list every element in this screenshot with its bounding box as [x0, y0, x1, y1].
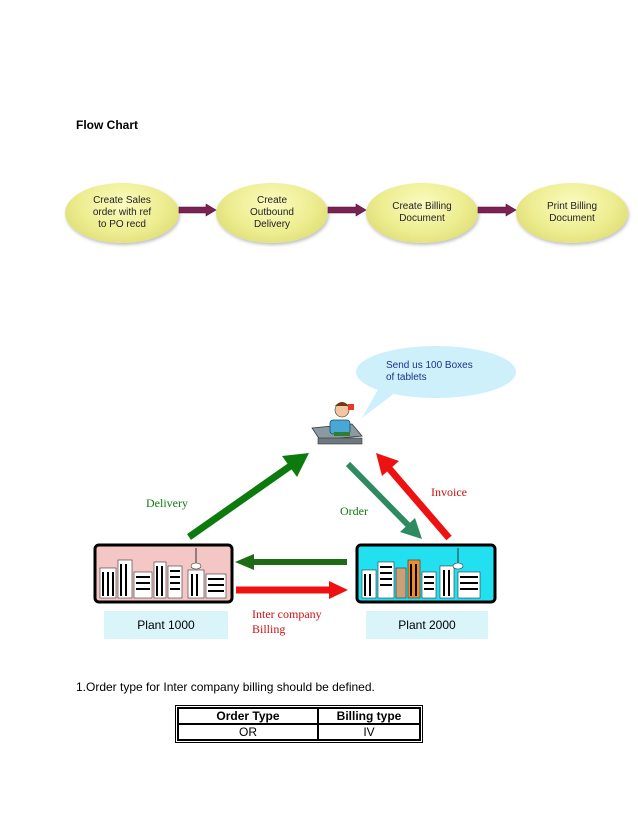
- tower-icon: [452, 548, 464, 570]
- order-billing-type-table: Order Type Billing type OR IV: [175, 705, 423, 743]
- flow-connectors: [178, 203, 517, 217]
- intercompany-diagram: [93, 346, 516, 604]
- return-arrow: [235, 554, 347, 570]
- table-header-row: Order Type Billing type: [177, 707, 421, 725]
- invoice-arrow: [376, 453, 452, 541]
- intercompany-billing-arrow: [236, 581, 348, 599]
- header-billing-type: Billing type: [317, 707, 421, 725]
- delivery-arrow: [186, 453, 309, 540]
- flow-arrow-3: [477, 203, 517, 217]
- person-at-desk-icon: [311, 402, 363, 445]
- plant-2000-image: [355, 543, 497, 604]
- flow-arrow-2: [327, 203, 367, 217]
- speech-bubble-text: Send us 100 Boxes of tablets: [386, 360, 473, 383]
- order-arrow: [345, 461, 422, 539]
- plant-1000-label: Plant 1000: [104, 611, 228, 639]
- flow-step-create-outbound-delivery: Create Outbound Delivery: [216, 183, 328, 243]
- invoice-label: Invoice: [431, 485, 467, 499]
- cell-billing-type: IV: [317, 723, 421, 741]
- flow-arrow-1: [178, 203, 217, 217]
- intercompany-billing-label: Inter company Billing: [252, 607, 322, 636]
- plant-2000-label: Plant 2000: [366, 611, 488, 639]
- speech-bubble: [356, 346, 516, 418]
- flow-step-create-sales-order: Create Sales order with ref to PO recd: [65, 183, 179, 243]
- flow-step-create-billing-document: Create Billing Document: [366, 183, 478, 243]
- plant-1000-image: [93, 543, 234, 604]
- tower-icon: [190, 548, 202, 570]
- header-order-type: Order Type: [177, 707, 319, 725]
- cell-order-type: OR: [177, 723, 319, 741]
- order-label: Order: [340, 504, 368, 518]
- page-heading: Flow Chart: [76, 118, 138, 132]
- delivery-label: Delivery: [146, 496, 188, 510]
- note-text: 1.Order type for Inter company billing s…: [76, 680, 375, 694]
- flow-step-print-billing-document: Print Billing Document: [516, 183, 628, 243]
- table-row: OR IV: [177, 723, 421, 741]
